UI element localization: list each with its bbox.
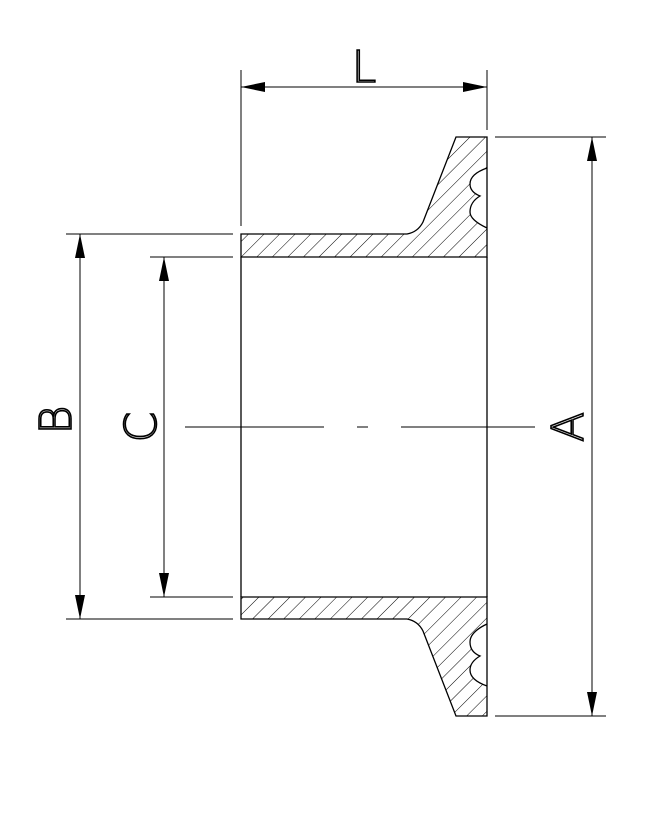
label-a: A [543,412,594,442]
label-b: B [31,406,82,435]
top-section-hatched [240,136,488,258]
bottom-section-hatched [240,596,488,717]
label-c: C [116,412,167,443]
label-l: L [352,42,377,93]
